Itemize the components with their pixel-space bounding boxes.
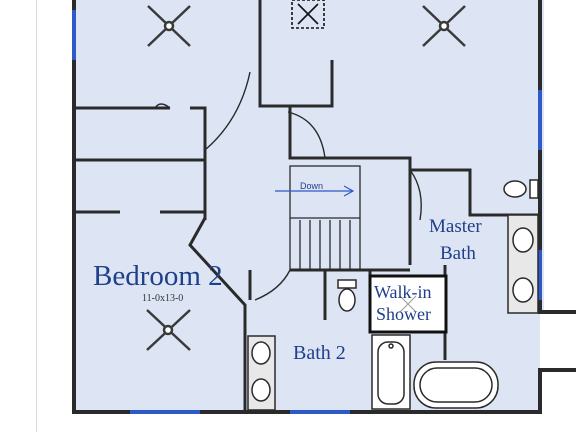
vanity-sinks-master [507,214,539,314]
toilet-icon [337,279,357,312]
attic-hatch-icon [291,0,325,29]
toilet-icon [503,179,539,199]
vanity-sinks-bath2 [247,335,276,411]
master-bath-label-line1: Master [429,216,482,237]
ceiling-fan-icon [146,309,191,351]
door-swings [154,71,422,301]
freestanding-tub-icon [413,361,499,409]
walk-in-shower-label-line1: Walk-in [374,282,432,302]
windows [72,10,542,414]
master-bath-label-line2: Bath [440,243,476,264]
stairs [289,165,361,271]
shower-drain-icon [399,295,417,313]
ceiling-fan-icon [422,5,466,47]
interior-walls [74,0,540,412]
stairs-down-label: Down [300,181,324,191]
page-left-border [36,0,37,432]
walk-in-shower-label-line2: Shower [376,304,431,324]
ceiling-fan-icon [147,5,191,47]
bedroom-2-dimensions: 11-0x13-0 [142,293,184,304]
bedroom-2-label: Bedroom 2 [93,260,223,292]
bath-2-label: Bath 2 [293,342,346,364]
floor-right-bump [540,312,576,412]
stairs-direction-arrow [275,185,355,197]
bathtub-icon [371,334,411,410]
floor-area [72,0,544,412]
